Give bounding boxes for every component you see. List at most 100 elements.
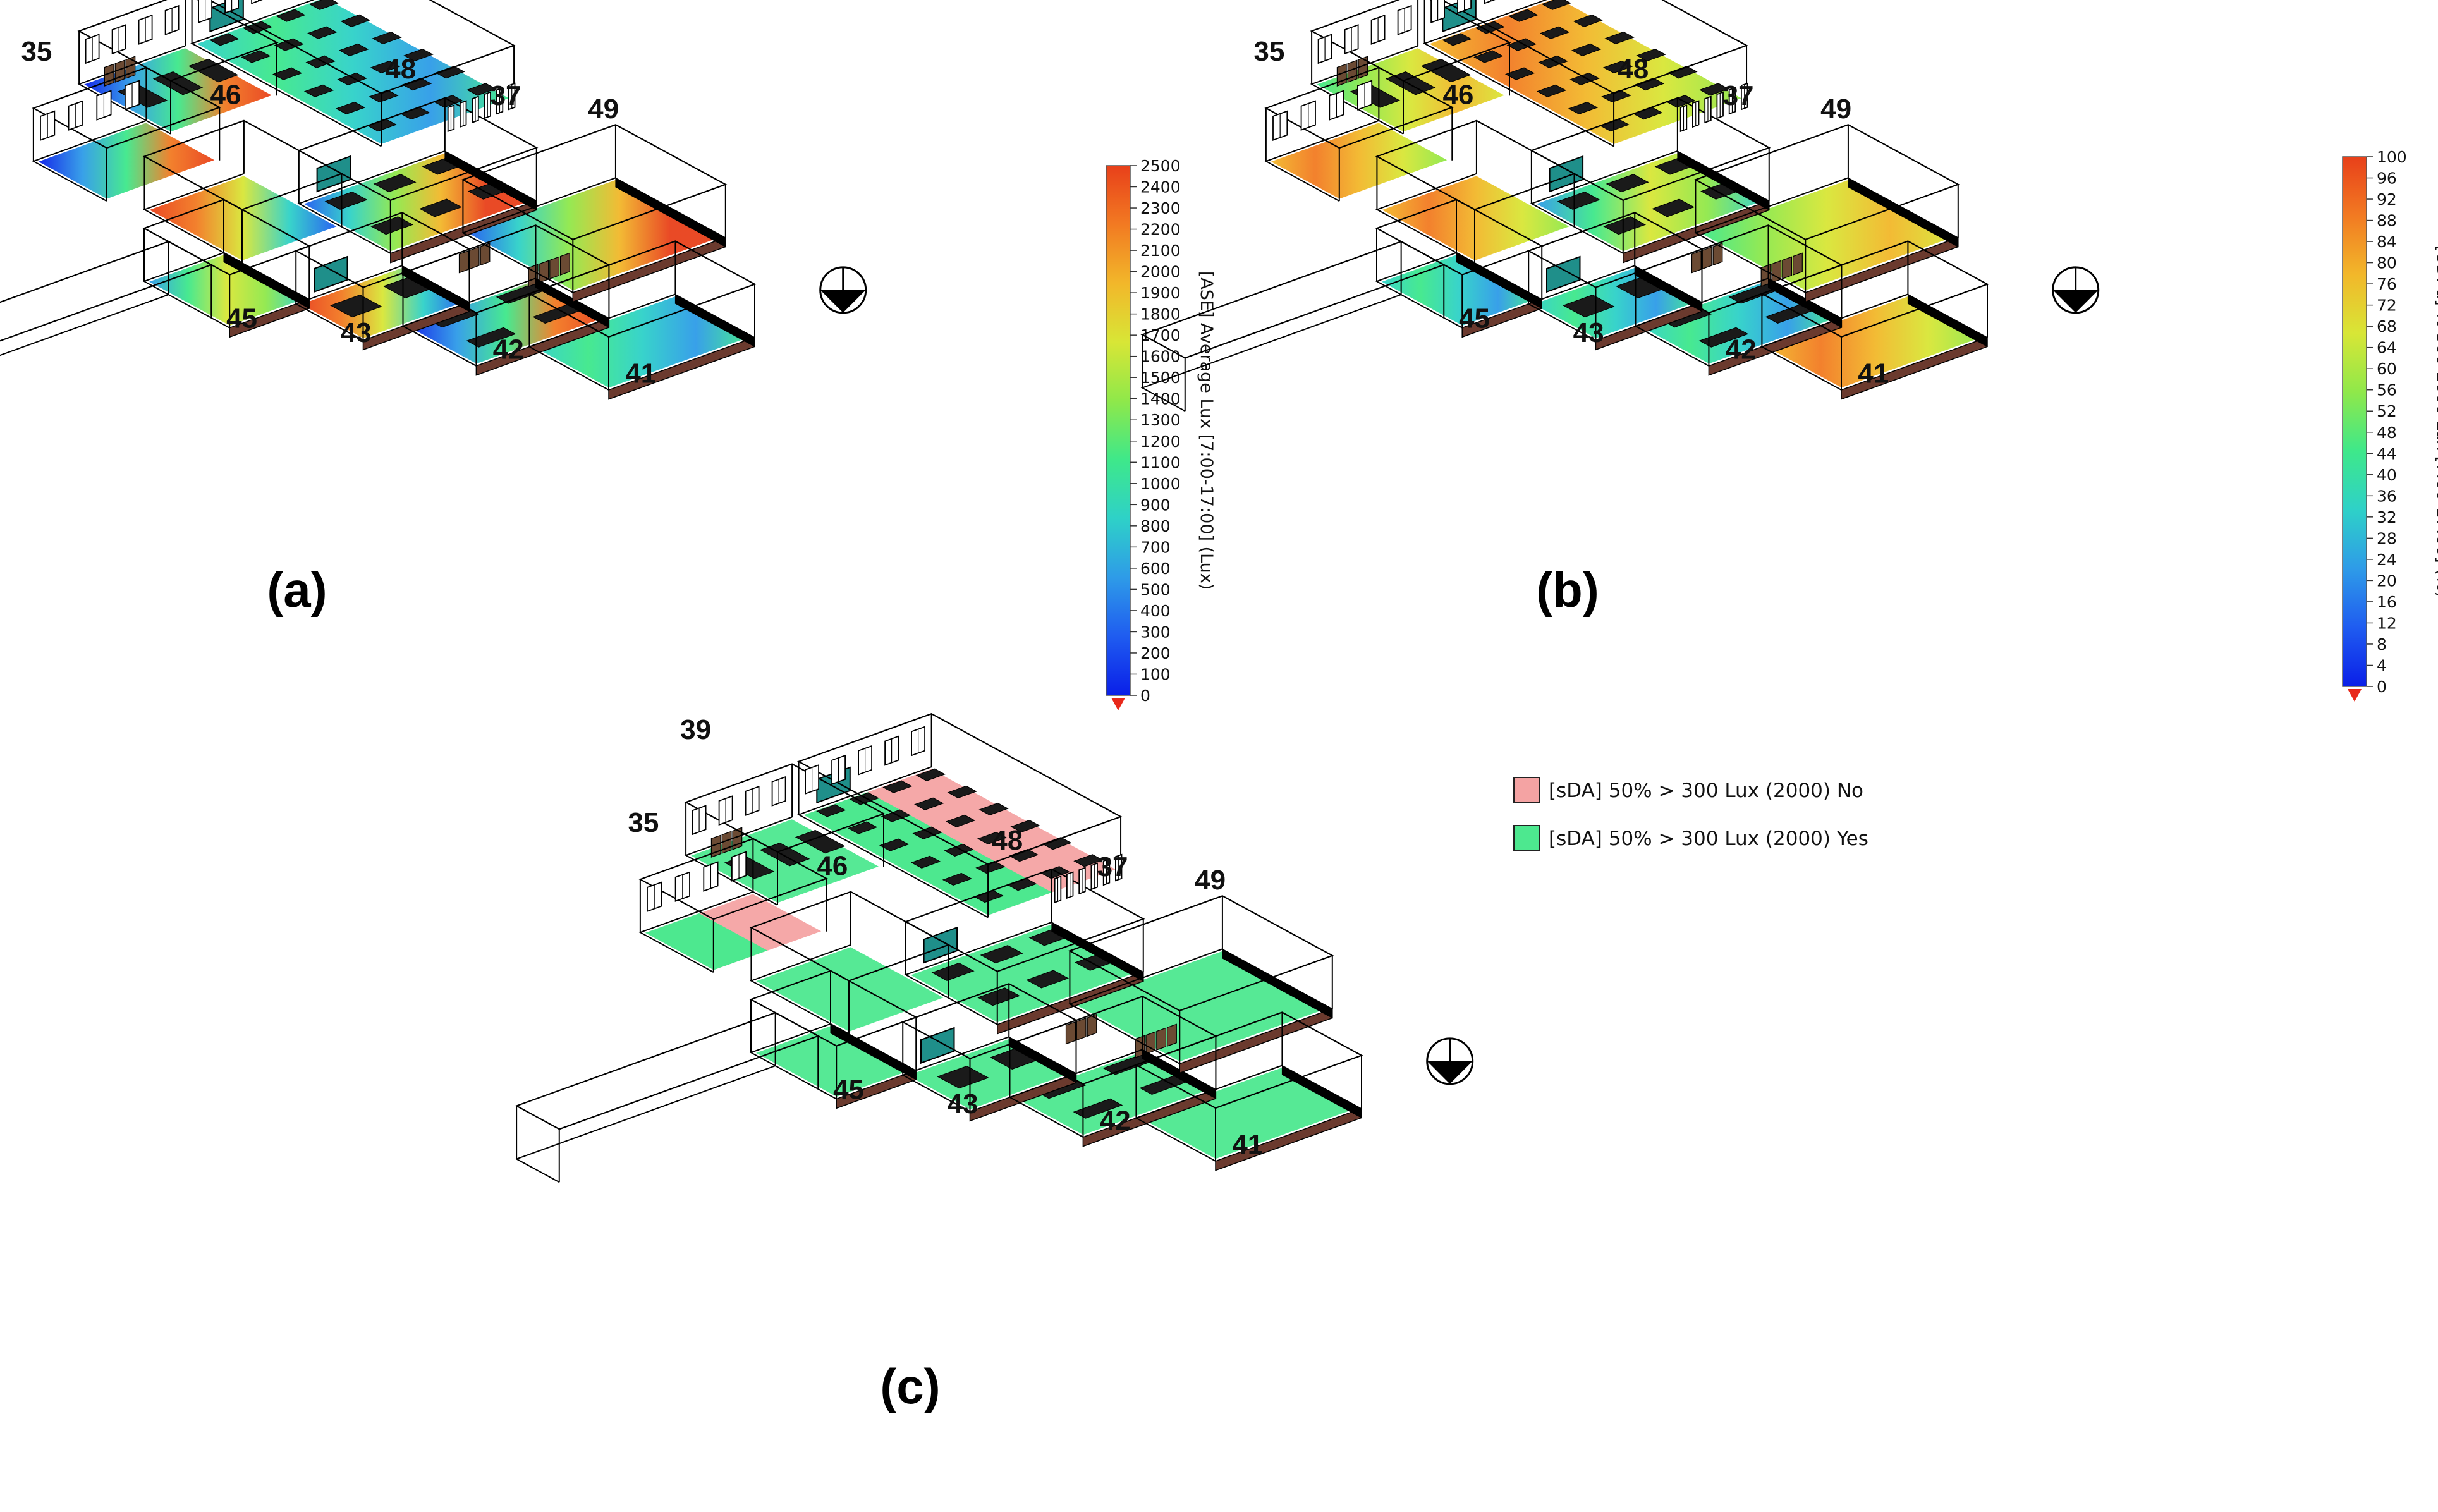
room37-desk	[1538, 55, 1568, 68]
room48-desk	[1026, 970, 1070, 989]
room-label-48: 48	[1618, 54, 1649, 85]
room37-desk	[1604, 31, 1635, 45]
roomcoridor-base-edge	[1140, 294, 1401, 412]
room37-desk	[947, 785, 977, 798]
room35-base-edge	[32, 119, 147, 202]
colorbar-tick-label: 24	[2377, 551, 2397, 569]
room37-top-edge	[1441, 0, 1748, 94]
room37-desk	[337, 72, 367, 85]
room48-desk	[1652, 198, 1695, 217]
room-label-43: 43	[948, 1088, 978, 1119]
floor-r35	[1271, 123, 1448, 199]
room49-top-edge	[461, 124, 728, 241]
room48-base-edge	[297, 150, 446, 254]
floor-r48	[910, 924, 1138, 1023]
room48-sill-side	[1677, 150, 1770, 211]
room43-desk	[937, 1065, 989, 1089]
room46-base-edge	[1375, 173, 1477, 264]
floor-r41	[1767, 296, 1982, 388]
room37-desk	[1634, 78, 1665, 91]
room37-desk	[1569, 72, 1600, 85]
room-label-48: 48	[385, 54, 416, 85]
room-label-46: 46	[1442, 80, 1473, 111]
room37-desk	[1008, 849, 1039, 862]
compass-arrow	[1427, 1061, 1473, 1084]
room45-base-edge	[1375, 252, 1463, 329]
room-label-45: 45	[833, 1075, 864, 1106]
room46-base-edge	[142, 173, 245, 264]
room42-base-edge	[1008, 1049, 1143, 1138]
room37-desk	[1666, 95, 1697, 108]
colorbar-tick-label: 1600	[1140, 348, 1181, 366]
room45-sill-side	[830, 1023, 917, 1080]
room39-desk	[1420, 58, 1472, 83]
room-label-35: 35	[21, 36, 52, 67]
room49-cabinet	[1793, 252, 1803, 276]
colorbar-tick-label: 0	[1140, 686, 1150, 705]
room48-cabinet	[469, 246, 480, 270]
colorbar-title: [ASE] Average Lux [7:00-17:00] (Lux)	[1197, 271, 1216, 590]
room37-desk	[975, 860, 1006, 874]
room37-window	[251, 0, 263, 4]
room37-desk	[209, 33, 240, 46]
room37-desk	[910, 855, 941, 869]
room49-sill-side	[615, 177, 726, 248]
room41-base-edge	[1760, 293, 1908, 391]
room-label-45: 45	[226, 303, 257, 334]
colorbar-tick-label: 92	[2377, 190, 2397, 209]
roomcoridor-top-edge	[0, 240, 213, 342]
room43-base-edge	[294, 265, 403, 341]
room-label-37: 37	[1097, 851, 1128, 882]
room45-base-edge	[142, 252, 230, 329]
room37-desk	[369, 89, 399, 103]
room49-top-edge	[1693, 124, 1960, 241]
colorbar-tick-label: 700	[1140, 538, 1171, 556]
room37-desk	[1573, 14, 1603, 27]
colorbar-tick-label: 2500	[1140, 157, 1181, 175]
room37-desk	[1475, 21, 1505, 34]
room49-sill-side	[1222, 948, 1333, 1019]
room-label-35: 35	[628, 807, 659, 838]
colorbar-tick-label: 36	[2377, 487, 2397, 505]
room-label-41: 41	[1858, 358, 1889, 389]
room48-sill-side	[444, 150, 537, 211]
room48-board	[923, 926, 958, 964]
colorbar-tick-label: 80	[2377, 254, 2397, 272]
room37-desk	[977, 831, 1008, 845]
colorbar-tick-label: 900	[1140, 496, 1171, 514]
room43-board	[920, 1027, 955, 1064]
room37-base-edge	[1423, 0, 1614, 147]
room37-desk	[276, 9, 306, 22]
room37-window	[1484, 0, 1496, 4]
room37-desk	[242, 21, 272, 34]
room39-top-edge	[684, 763, 886, 853]
floor-r46	[756, 947, 944, 1032]
colorbar-tick-label: 2300	[1140, 199, 1181, 217]
room37-desk	[1040, 866, 1071, 879]
room39-desk	[188, 58, 239, 83]
room37-desk	[1602, 60, 1633, 74]
room37-desk	[1073, 854, 1104, 867]
room37-desk	[942, 872, 973, 886]
room42-base-edge	[1634, 277, 1769, 367]
room48-desk	[324, 191, 368, 210]
room41-base-edge	[527, 293, 676, 391]
room49-cabinet	[1166, 1023, 1177, 1047]
room37-desk	[466, 83, 497, 96]
room48-desk	[1606, 174, 1649, 193]
room39-base-edge	[1310, 45, 1418, 135]
colorbar-tick-label: 52	[2377, 402, 2397, 420]
colorbar-underflow-arrow	[1111, 698, 1125, 710]
room48-cabinet	[1712, 242, 1723, 266]
room42-desk	[1073, 1098, 1123, 1119]
room48-desk	[1557, 191, 1600, 210]
room37-desk	[1601, 89, 1631, 103]
room37-desk	[882, 780, 913, 793]
room49-cabinet	[1156, 1027, 1167, 1051]
room48-cabinet	[1076, 1017, 1087, 1041]
room37-desk	[1699, 83, 1729, 96]
room41-sill-side	[1907, 293, 1988, 348]
colorbar	[1106, 165, 1131, 696]
room48-cabinet	[1702, 246, 1712, 270]
legend-swatch-yes	[1513, 825, 1540, 851]
